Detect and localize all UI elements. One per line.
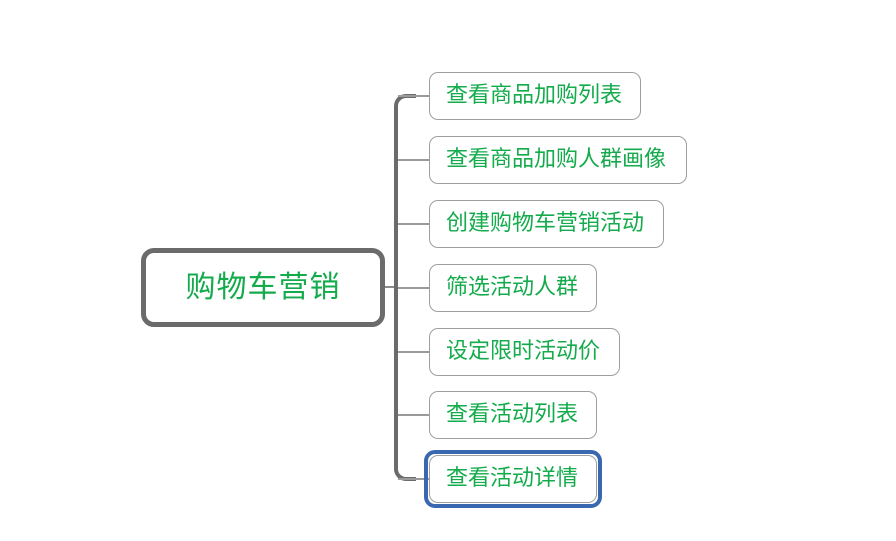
child-node-label: 查看商品加购列表 (446, 83, 623, 108)
child-node-label: 创建购物车营销活动 (446, 211, 645, 236)
connector-line (398, 159, 429, 161)
connector-line (398, 223, 429, 225)
child-node[interactable]: 查看商品加购人群画像 (429, 136, 687, 184)
child-node[interactable]: 查看活动详情 (429, 455, 597, 503)
connector-line (398, 287, 429, 289)
child-node-label: 查看商品加购人群画像 (446, 147, 667, 172)
connector-line (398, 95, 429, 97)
child-node[interactable]: 查看商品加购列表 (429, 72, 641, 120)
child-node-label: 查看活动详情 (446, 466, 579, 491)
root-trunk-stub (385, 286, 397, 288)
child-node[interactable]: 设定限时活动价 (429, 328, 620, 376)
child-node[interactable]: 创建购物车营销活动 (429, 200, 664, 248)
child-node-label: 查看活动列表 (446, 402, 579, 427)
child-node[interactable]: 查看活动列表 (429, 391, 597, 439)
child-node[interactable]: 筛选活动人群 (429, 264, 597, 312)
child-node-label: 设定限时活动价 (446, 339, 601, 364)
connector-line (398, 414, 429, 416)
root-node[interactable]: 购物车营销 (141, 248, 385, 327)
connector-line (398, 478, 429, 480)
connector-line (398, 351, 429, 353)
root-node-label: 购物车营销 (185, 269, 341, 305)
child-node-label: 筛选活动人群 (446, 275, 579, 300)
